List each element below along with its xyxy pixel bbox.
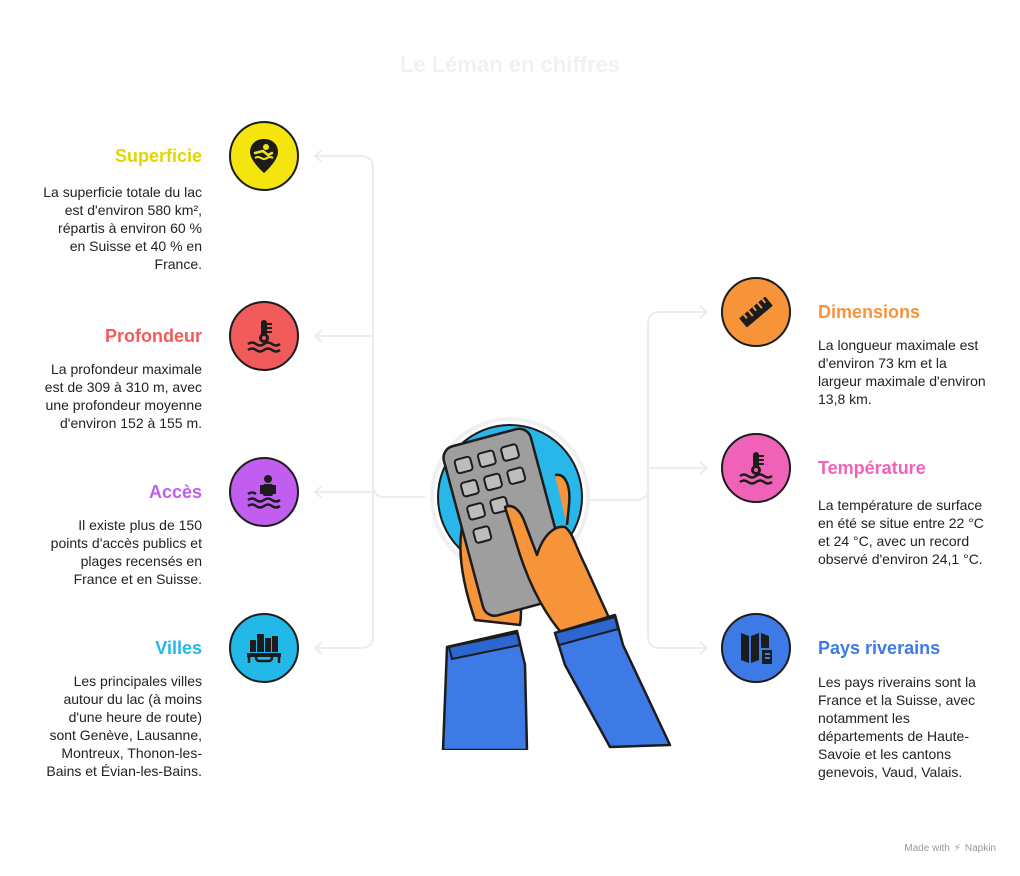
desc-temperature: La température de surface en été se situ… xyxy=(818,497,984,567)
desc-dimensions: La longueur maximale est d'environ 73 km… xyxy=(818,337,986,407)
desc-pays-riverains: Les pays riverains sont la France et la … xyxy=(818,674,976,780)
desc-superficie: La superficie totale du lac est d'enviro… xyxy=(43,184,202,272)
water-thermometer-icon xyxy=(229,301,299,371)
heading-acces: Accès xyxy=(148,482,202,502)
credit: Made with ⚡ Napkin xyxy=(904,843,996,854)
napkin-logo-icon: ⚡ xyxy=(953,843,961,854)
desc-villes: Les principales villes autour du lac (à … xyxy=(46,673,202,779)
page-title: Le Léman en chiffres xyxy=(399,52,621,77)
water-thermometer-icon xyxy=(721,433,791,503)
map-flag-icon xyxy=(721,613,791,683)
hands-calculator-icon xyxy=(430,417,672,750)
heading-villes: Villes xyxy=(155,638,202,658)
swimmer-icon xyxy=(229,457,299,527)
brand-label: Napkin xyxy=(964,843,996,854)
made-with-label: Made with xyxy=(904,843,950,854)
heading-temperature: Température xyxy=(818,458,926,478)
city-bridge-icon xyxy=(229,613,299,683)
ruler-icon xyxy=(721,277,791,347)
heading-dimensions: Dimensions xyxy=(818,302,921,322)
swimmer-location-icon xyxy=(229,121,299,191)
heading-pays-riverains: Pays riverains xyxy=(818,638,941,658)
desc-profondeur: La profondeur maximale est de 309 à 310 … xyxy=(44,361,202,431)
heading-profondeur: Profondeur xyxy=(105,326,202,346)
heading-superficie: Superficie xyxy=(114,146,202,166)
desc-acces: Il existe plus de 150 points d'accès pub… xyxy=(50,517,202,587)
